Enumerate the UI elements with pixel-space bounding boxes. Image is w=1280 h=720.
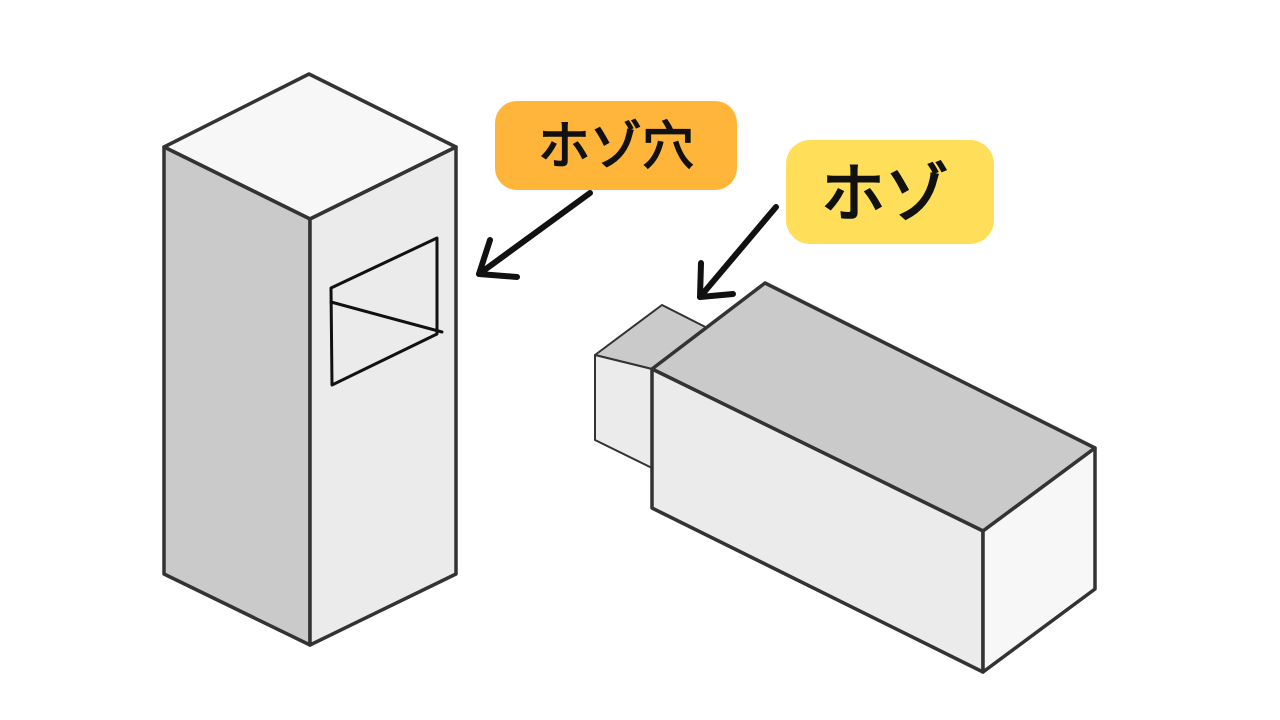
mortise-arrow-head: [476, 237, 520, 280]
mortise-post-left-face: [162, 145, 312, 647]
mortise-label-background: [495, 101, 737, 190]
mortise-hole-outline: [329, 236, 439, 387]
tenon-label-background: [786, 140, 994, 244]
tenon-beam: [594, 281, 1097, 674]
tenon-arrow: [697, 204, 779, 300]
mortise-hole: [329, 236, 444, 387]
mortise-arrow-shaft: [476, 190, 593, 277]
mortise-label: ホゾ穴: [495, 101, 737, 190]
tenon-arrow-head: [697, 260, 736, 300]
mortise-hole-inner-line: [329, 300, 444, 334]
tenon-label: ホゾ: [786, 140, 994, 244]
mortise-post-right-face: [308, 145, 458, 647]
mortise-arrow: [476, 190, 593, 280]
beam-end-face: [981, 446, 1097, 674]
mortise-label-text: ホゾ穴: [538, 117, 694, 177]
tenon-label-text: ホゾ: [821, 158, 949, 232]
tenon-arrow-shaft: [697, 204, 779, 300]
mortise-post: [162, 72, 458, 647]
tenon-front-face: [594, 354, 653, 469]
